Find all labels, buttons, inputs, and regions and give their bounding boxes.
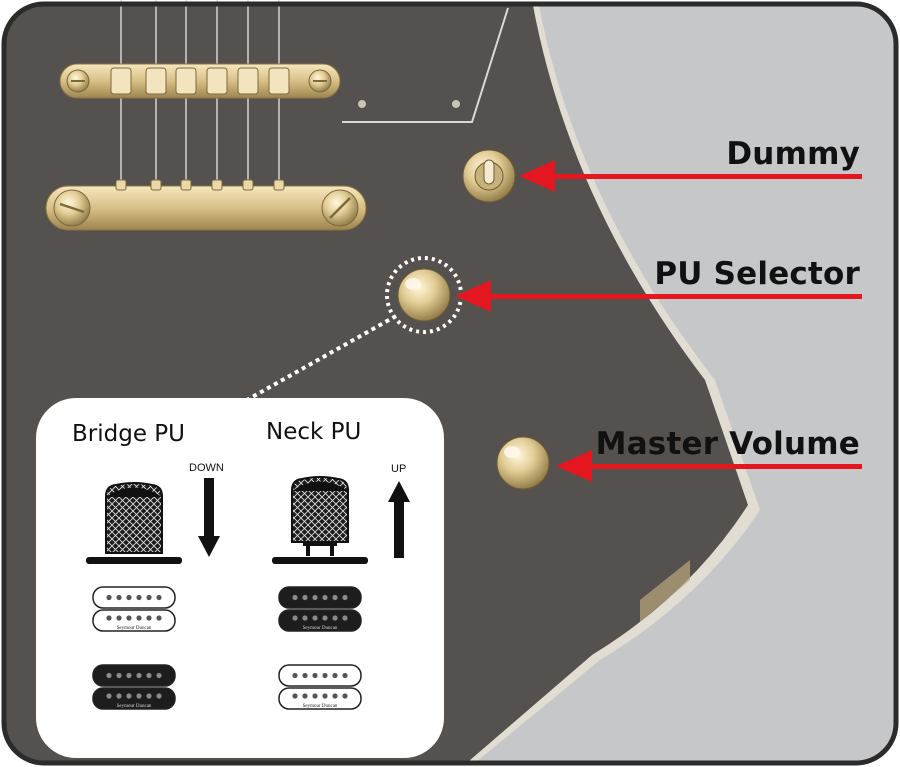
pole-piece: [106, 615, 112, 621]
callout-arrows: [455, 160, 862, 482]
pickup-coil: [278, 664, 362, 687]
pickup-brand-label: Seymour Duncan: [302, 704, 338, 709]
pole-piece: [302, 615, 308, 621]
pole-piece: [106, 672, 112, 679]
pickup-coil: [92, 586, 176, 609]
pole-piece: [146, 594, 152, 601]
bridge: [59, 63, 341, 99]
pole-piece: [342, 594, 348, 601]
pole-piece: [322, 594, 328, 601]
pickup-coil: [278, 586, 362, 609]
up-arrow-icon: [388, 481, 410, 558]
pole-piece: [146, 693, 152, 699]
pole-piece: [292, 615, 298, 621]
pickup-brand-label: Seymour Duncan: [116, 626, 152, 631]
pole-piece: [342, 693, 348, 699]
master-volume-label: Master Volume: [595, 426, 860, 462]
pole-piece: [106, 693, 112, 699]
dummy-switch: [462, 149, 516, 203]
pole-piece: [116, 615, 122, 621]
pole-piece: [156, 693, 162, 699]
pole-piece: [342, 672, 348, 679]
pole-piece: [312, 594, 318, 601]
pole-piece: [302, 693, 308, 699]
pole-piece: [146, 672, 152, 679]
pickup-brand-label: Seymour Duncan: [302, 626, 338, 631]
pole-piece: [116, 693, 122, 699]
pole-piece: [312, 615, 318, 621]
pole-piece: [156, 615, 162, 621]
pole-piece: [342, 615, 348, 621]
pole-piece: [332, 594, 338, 601]
pole-piece: [322, 693, 328, 699]
pu-selector-label: PU Selector: [654, 256, 860, 292]
pole-piece: [126, 615, 132, 621]
pole-piece: [146, 615, 152, 621]
pole-piece: [136, 594, 142, 601]
connector-line: [237, 314, 397, 407]
neck-position-switch-icon: [272, 476, 368, 564]
pole-piece: [292, 693, 298, 699]
pole-piece: [126, 693, 132, 699]
pole-piece: [136, 672, 142, 679]
bridge-position-switch-icon: [86, 482, 182, 564]
down-arrow-icon: [198, 478, 220, 557]
pole-piece: [136, 615, 142, 621]
pole-piece: [136, 693, 142, 699]
pickup-brand-label: Seymour Duncan: [116, 704, 152, 709]
bridge-pu-title: Bridge PU: [72, 421, 185, 447]
neck-pu-white-humbucker: Seymour Duncan: [278, 664, 362, 712]
down-label: DOWN: [189, 462, 224, 474]
pole-piece: [302, 672, 308, 679]
pickup-coil: [92, 609, 176, 632]
dummy-arrow: [519, 160, 862, 192]
pole-piece: [126, 672, 132, 679]
pole-piece: [292, 672, 298, 679]
bridge-pu-black-humbucker: Seymour Duncan: [92, 664, 176, 712]
pole-piece: [126, 594, 132, 601]
pickup-coil: [92, 664, 176, 687]
bridge-pu-white-humbucker: Seymour Duncan: [92, 586, 176, 634]
pole-piece: [292, 594, 298, 601]
pickup-coil: [278, 687, 362, 710]
pole-piece: [116, 672, 122, 679]
pole-piece: [312, 672, 318, 679]
pole-piece: [322, 615, 328, 621]
pickup-coil: [92, 687, 176, 710]
pole-piece: [322, 672, 328, 679]
pole-piece: [332, 672, 338, 679]
tailpiece: [45, 179, 367, 231]
pole-piece: [106, 594, 112, 601]
neck-pu-black-humbucker: Seymour Duncan: [278, 586, 362, 634]
up-label: UP: [391, 463, 407, 475]
pole-piece: [302, 594, 308, 601]
pu-selector-arrow: [455, 280, 862, 312]
pole-piece: [156, 594, 162, 601]
pickup-coil: [278, 609, 362, 632]
pole-piece: [116, 594, 122, 601]
pickguard-edge: [342, 7, 509, 123]
pole-piece: [312, 693, 318, 699]
dummy-label: Dummy: [726, 136, 860, 172]
neck-pu-title: Neck PU: [266, 419, 362, 445]
pole-piece: [332, 615, 338, 621]
master-volume-arrow: [556, 450, 862, 482]
pole-piece: [332, 693, 338, 699]
pole-piece: [156, 672, 162, 679]
master-volume-knob: [496, 436, 550, 490]
